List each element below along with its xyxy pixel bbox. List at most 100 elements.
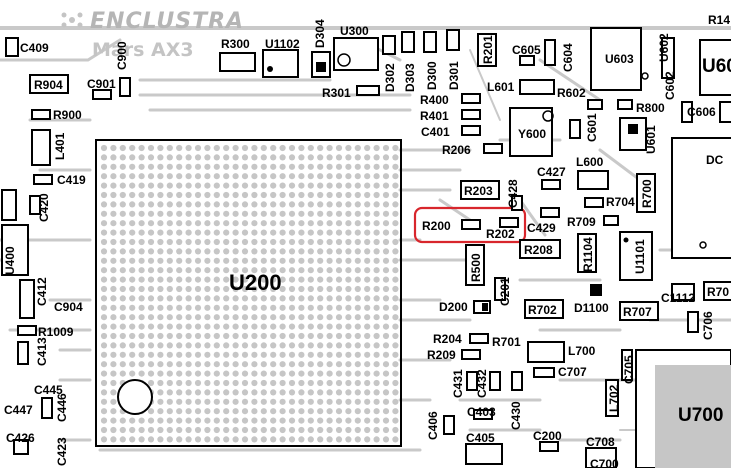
bga-pad (354, 238, 361, 246)
c901-body (92, 89, 112, 100)
bga-pad (317, 295, 324, 302)
y600-label: Y600 (518, 127, 546, 141)
bga-pad (129, 210, 136, 217)
bga-pad (288, 154, 296, 161)
bga-pad (232, 389, 239, 396)
bga-pad (100, 361, 108, 368)
bga-pad (241, 220, 249, 227)
bga-pad (326, 210, 333, 217)
r401-body (461, 109, 481, 120)
bga-pad (185, 229, 192, 236)
bga-pad (213, 173, 220, 180)
r602-label: R602 (557, 86, 586, 100)
bga-pad (185, 389, 192, 396)
u601-label: U601 (644, 125, 658, 154)
bga-pad (345, 398, 352, 405)
bga-pad (129, 173, 136, 180)
bga-pad (354, 295, 361, 302)
bga-pad (157, 285, 164, 293)
bga-pad (270, 201, 277, 208)
bga-pad (288, 173, 296, 180)
bga-pad (392, 267, 399, 274)
c420-label: C420 (37, 193, 51, 222)
bga-pad (345, 173, 352, 180)
bga-pad (213, 389, 220, 396)
r702-label: R702 (528, 303, 557, 317)
bga-pad (223, 370, 230, 377)
bga-pad (279, 163, 286, 170)
bga-pad (335, 370, 343, 377)
bga-pad (119, 267, 126, 274)
bga-pad (260, 426, 267, 434)
u300-label: U300 (340, 24, 369, 38)
u60-label: U60 (702, 56, 731, 77)
bga-pad (307, 295, 314, 302)
bga-pad (364, 426, 371, 434)
bga-pad (260, 436, 267, 443)
r704-label: R704 (606, 195, 635, 209)
r400-label: R400 (420, 93, 449, 107)
bga-pad (345, 191, 352, 199)
bga-pad (354, 426, 361, 434)
bga-pad (364, 267, 371, 274)
u602-body (661, 37, 675, 79)
bga-pad (288, 426, 296, 434)
bga-pad (157, 379, 164, 387)
bga-pad (288, 295, 296, 302)
bga-pad (392, 154, 399, 161)
u1102-label: U1102 (265, 37, 300, 51)
bga-pad (110, 408, 117, 415)
bga-pad (232, 229, 239, 236)
bga-pad (279, 229, 286, 236)
r700-label: R700 (640, 179, 654, 208)
bga-pad (345, 210, 352, 217)
bga-pad (213, 144, 220, 152)
bga-pad (270, 398, 277, 405)
bga-pad (354, 370, 361, 377)
bga-pad (185, 398, 192, 405)
bga-pad (307, 332, 314, 340)
bga-pad (138, 285, 145, 293)
bga-pad (110, 295, 117, 302)
bga-pad (288, 257, 296, 264)
bga-pad (298, 210, 305, 217)
bga-pad (129, 191, 136, 199)
bga-pad (194, 154, 202, 161)
bga-pad (260, 267, 267, 274)
bga-pad (251, 201, 258, 208)
bga-pad (147, 361, 155, 368)
bga-pad (119, 248, 126, 255)
bga-pad (270, 267, 277, 274)
bga-pad (129, 238, 136, 246)
bga-pad (260, 154, 267, 161)
bga-pad (147, 163, 155, 170)
c412-label: C412 (35, 277, 49, 306)
y600-body (509, 107, 553, 157)
bga-pad (392, 210, 399, 217)
bga-pad (335, 201, 343, 208)
bga-pad (307, 267, 314, 274)
bga-pad (307, 417, 314, 424)
bga-pad (298, 361, 305, 368)
bga-pad (110, 267, 117, 274)
bga-pad (270, 379, 277, 387)
bga-pad (326, 417, 333, 424)
bga-pad (251, 154, 258, 161)
r201-label: R201 (481, 35, 495, 64)
bga-pad (166, 304, 173, 311)
bga-pad (317, 379, 324, 387)
bga-pad (279, 173, 286, 180)
bga-pad (345, 201, 352, 208)
bga-pad (260, 285, 267, 293)
bga-pad (129, 426, 136, 434)
bga-pad (100, 332, 108, 340)
bga-pad (100, 436, 108, 443)
bga-pad (241, 408, 249, 415)
bga-pad (364, 154, 371, 161)
r500-body (465, 244, 485, 286)
bga-pad (138, 370, 145, 377)
bga-pad (392, 285, 399, 293)
bga-pad (270, 238, 277, 246)
bga-pad (119, 210, 126, 217)
bga-pad (110, 351, 117, 358)
